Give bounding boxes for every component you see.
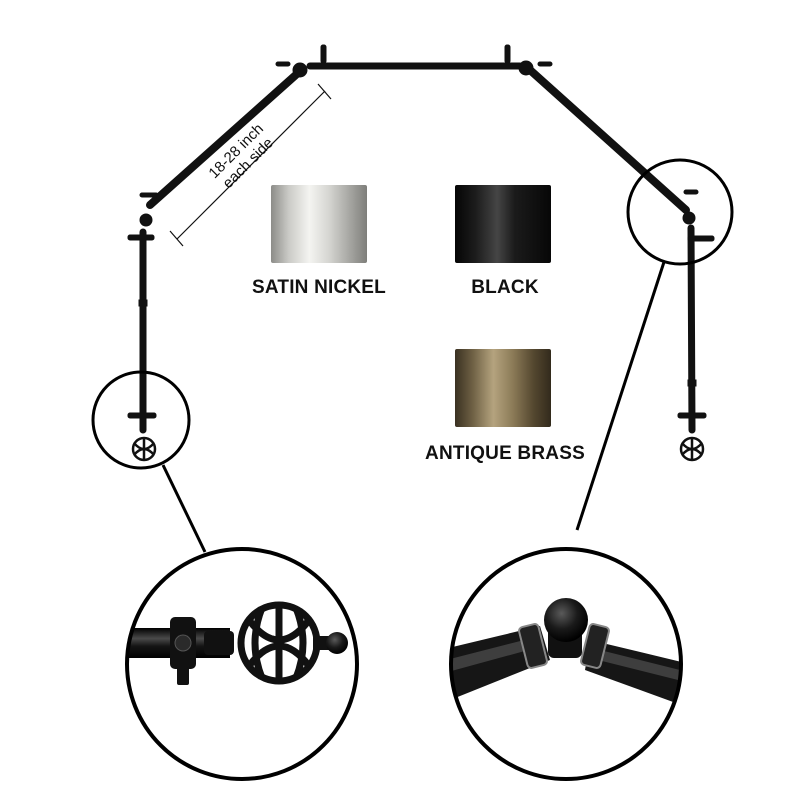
measurement-annotation bbox=[169, 83, 332, 247]
bracket bbox=[139, 192, 159, 198]
bracket bbox=[275, 61, 291, 67]
zoom-joint-detail bbox=[449, 547, 683, 781]
bracket bbox=[683, 189, 699, 195]
bracket-joint bbox=[682, 211, 696, 225]
label-black: BLACK bbox=[471, 277, 539, 298]
joint-ball bbox=[544, 598, 588, 642]
zoom-circle-left bbox=[125, 547, 359, 781]
bracket bbox=[127, 412, 157, 419]
callouts bbox=[91, 158, 734, 553]
twisted-ball-finial bbox=[237, 601, 321, 685]
callout-circle-finial bbox=[91, 370, 191, 470]
bracket-joint bbox=[139, 213, 153, 227]
callout-connector-right bbox=[575, 261, 666, 531]
small-finial-left bbox=[131, 436, 157, 462]
rod-right-diagonal bbox=[526, 66, 690, 214]
rod-brackets bbox=[127, 44, 715, 419]
bracket bbox=[320, 44, 327, 64]
rod-right-side bbox=[687, 224, 696, 434]
bracket bbox=[504, 44, 511, 64]
swatch-satin-nickel bbox=[271, 185, 367, 263]
swatch-black bbox=[455, 185, 551, 263]
bracket bbox=[677, 412, 707, 419]
bracket-joint bbox=[518, 60, 534, 76]
swatch-antique-brass bbox=[455, 349, 551, 427]
label-satin-nickel: SATIN NICKEL bbox=[252, 277, 386, 298]
bracket bbox=[127, 234, 155, 241]
bracket bbox=[537, 61, 553, 67]
zoom-circle-right bbox=[449, 547, 683, 781]
label-antique-brass: ANTIQUE BRASS bbox=[425, 443, 585, 464]
rod-left-diagonal bbox=[146, 69, 302, 209]
bracket bbox=[687, 235, 715, 242]
callout-circle-joint bbox=[626, 158, 734, 266]
curtain-rod bbox=[139, 62, 696, 434]
bracket-joint bbox=[292, 62, 308, 78]
small-finial-right bbox=[679, 436, 705, 462]
rod-ring bbox=[138, 299, 148, 307]
rod-ring bbox=[687, 379, 697, 387]
callout-connector-left bbox=[161, 464, 207, 553]
zoom-finial-detail bbox=[125, 547, 359, 781]
